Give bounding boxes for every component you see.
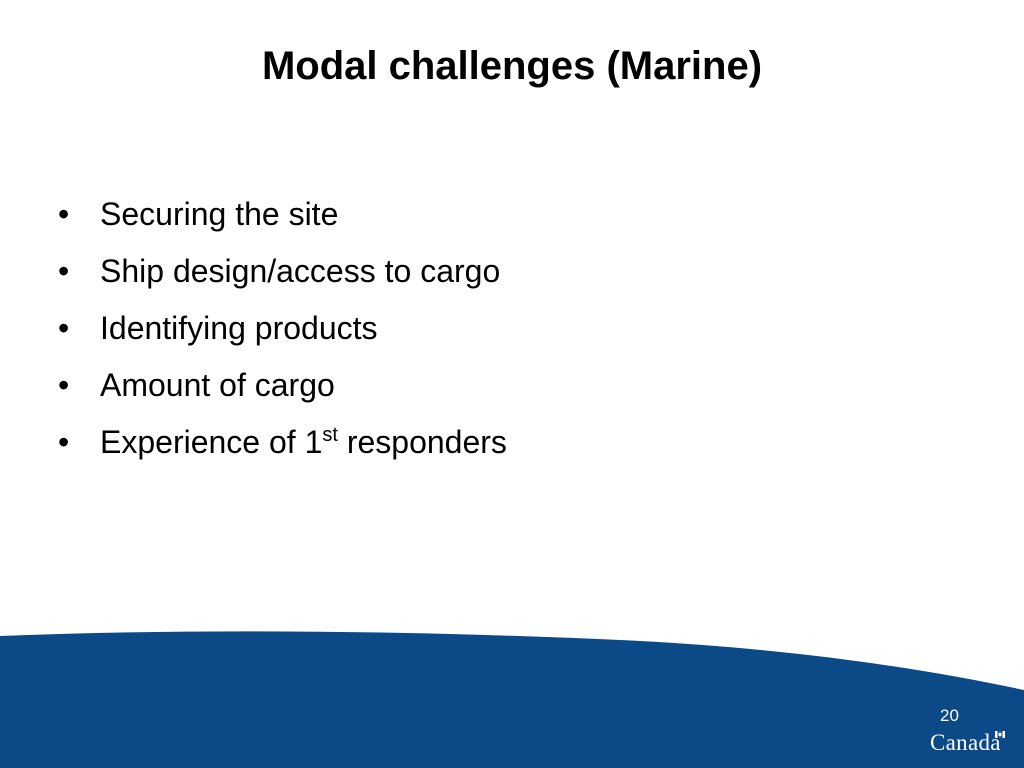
bullet-marker: • xyxy=(58,253,70,289)
bullet-text: Amount of cargo xyxy=(100,367,335,403)
canada-wordmark: Canada xyxy=(930,730,1001,755)
bullet-marker: • xyxy=(58,196,70,232)
maple-leaf-shape xyxy=(998,731,1002,738)
bullet-item-securing-site: • Securing the site xyxy=(58,186,507,243)
bullet-item-amount-of-cargo: • Amount of cargo xyxy=(58,357,507,414)
bullet-superscript: st xyxy=(322,424,338,446)
bullet-item-identifying-products: • Identifying products xyxy=(58,300,507,357)
bullet-item-experience-responders: • Experience of 1st responders xyxy=(58,414,507,471)
bullet-marker: • xyxy=(58,424,70,460)
bullet-text: Securing the site xyxy=(100,196,339,232)
bullet-list: • Securing the site • Ship design/access… xyxy=(58,186,507,471)
slide-title: Modal challenges (Marine) xyxy=(261,44,763,88)
flag-icon xyxy=(995,731,1005,738)
flag-right-bar xyxy=(1002,731,1005,738)
bullet-item-ship-design: • Ship design/access to cargo xyxy=(58,243,507,300)
flag-left-bar xyxy=(995,731,998,738)
bullet-text-continued: responders xyxy=(337,424,507,460)
bullet-text: Ship design/access to cargo xyxy=(100,253,501,289)
bullet-marker: • xyxy=(58,367,70,403)
footer-wave-shape xyxy=(0,631,1024,768)
page-number: 20 xyxy=(940,706,959,725)
bullet-marker: • xyxy=(58,310,70,346)
bullet-text: Identifying products xyxy=(100,310,378,346)
bullet-text: Experience of 1 xyxy=(100,424,323,460)
